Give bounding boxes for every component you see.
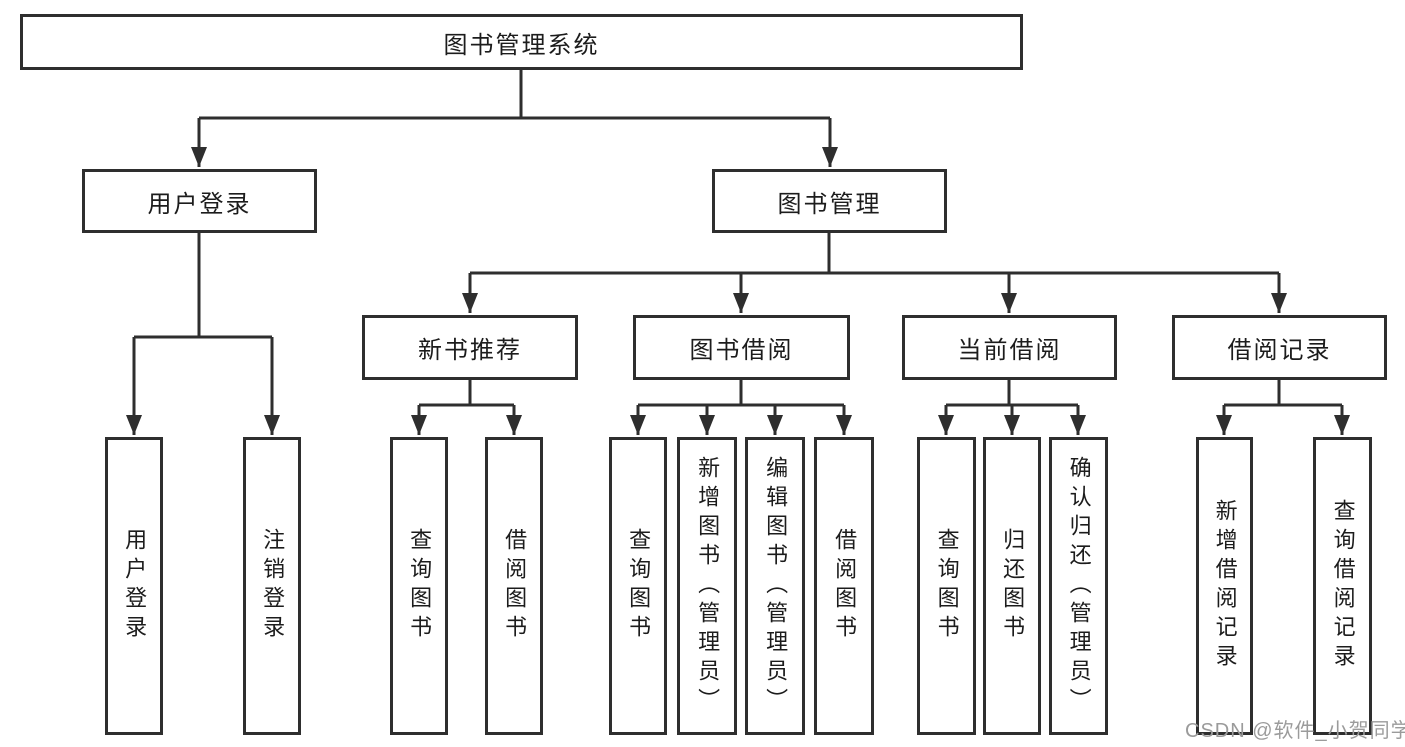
leaf-label: 新增借阅记录: [1212, 499, 1238, 673]
node-book-borrowing: 图书借阅: [633, 315, 850, 380]
node-library-management-system: 图书管理系统: [20, 14, 1023, 70]
node-label: 新书推荐: [418, 337, 522, 364]
leaf-borrow-books: 借阅图书: [814, 437, 874, 735]
leaf-query-books-borrow: 查询图书: [609, 437, 667, 735]
leaf-query-books-current: 查询图书: [917, 437, 976, 735]
leaf-query-books-recommend: 查询图书: [390, 437, 448, 735]
node-borrowing-records: 借阅记录: [1172, 315, 1387, 380]
leaf-label: 查询图书: [934, 528, 960, 644]
node-new-book-recommendation: 新书推荐: [362, 315, 578, 380]
leaf-label: 归还图书: [1000, 528, 1026, 644]
leaf-label: 借阅图书: [502, 528, 528, 644]
node-current-borrowing: 当前借阅: [902, 315, 1117, 380]
node-label: 用户登录: [147, 190, 252, 218]
leaf-confirm-return-admin: 确认归还（管理员）: [1049, 437, 1108, 735]
node-book-management: 图书管理: [712, 169, 947, 233]
leaf-label: 查询借阅记录: [1330, 499, 1356, 673]
leaf-logout: 注销登录: [243, 437, 301, 735]
leaf-add-books-admin: 新增图书（管理员）: [677, 437, 737, 735]
node-label: 借阅记录: [1227, 337, 1332, 364]
leaf-query-borrow-record: 查询借阅记录: [1313, 437, 1372, 735]
leaf-label: 注销登录: [260, 528, 286, 644]
node-label: 图书管理: [777, 190, 882, 218]
node-user-login: 用户登录: [82, 169, 317, 233]
leaf-add-borrow-record: 新增借阅记录: [1196, 437, 1253, 735]
leaf-edit-books-admin: 编辑图书（管理员）: [745, 437, 805, 735]
leaf-label: 确认归还（管理员）: [1066, 455, 1092, 717]
leaf-label: 查询图书: [626, 528, 652, 644]
leaf-label: 用户登录: [122, 528, 148, 644]
leaf-label: 编辑图书（管理员）: [763, 455, 789, 717]
leaf-label: 查询图书: [407, 528, 433, 644]
node-label: 图书借阅: [689, 337, 794, 364]
node-label: 当前借阅: [957, 337, 1062, 364]
leaf-label: 借阅图书: [832, 528, 858, 644]
csdn-watermark: CSDN @软件_小贺同学: [1185, 720, 1405, 742]
leaf-return-books: 归还图书: [983, 437, 1041, 735]
leaf-label: 新增图书（管理员）: [695, 455, 721, 717]
leaf-borrow-books-recommend: 借阅图书: [485, 437, 543, 735]
leaf-user-login: 用户登录: [105, 437, 163, 735]
node-label: 图书管理系统: [443, 31, 600, 59]
